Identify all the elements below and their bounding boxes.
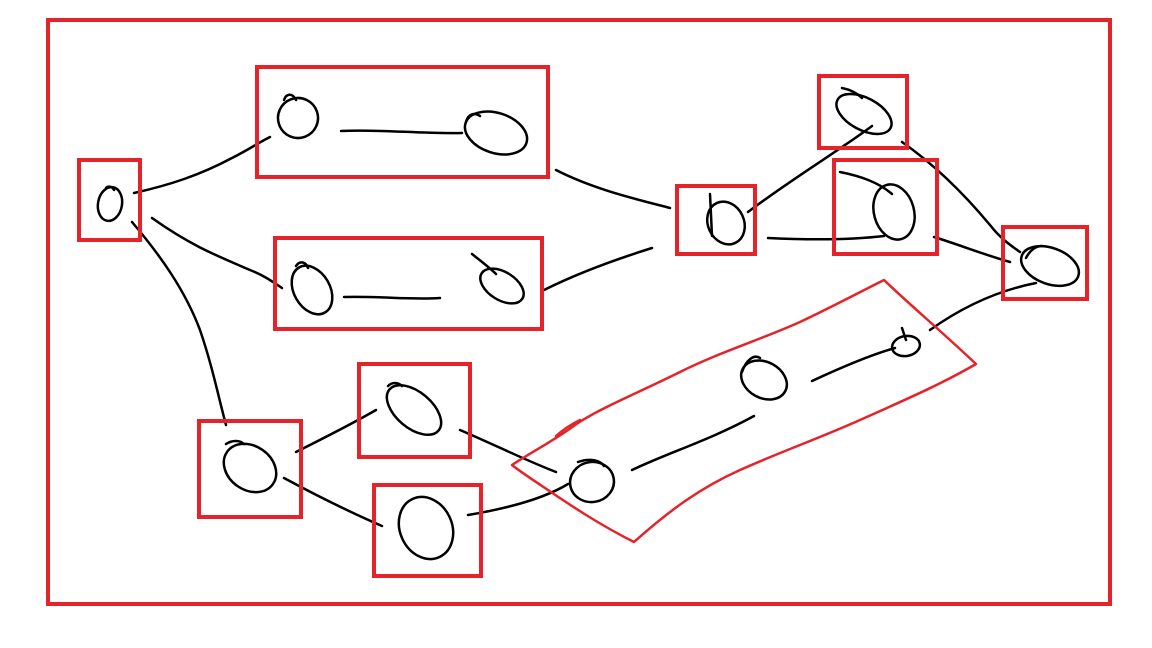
- box-center-node: [675, 184, 757, 256]
- box-lower-bottom-node: [372, 483, 483, 578]
- edge-n-to-p: [810, 346, 897, 383]
- edge-b-to-c: [339, 129, 464, 135]
- node-m: [568, 458, 616, 504]
- lasso-group: [510, 278, 978, 544]
- edge-a-to-f: [130, 220, 228, 427]
- node-n: [739, 355, 789, 401]
- edge-g-to-i: [766, 234, 886, 241]
- box-middle-group: [273, 236, 544, 331]
- box-far-right-node: [1001, 225, 1089, 301]
- node-d: [290, 261, 334, 316]
- edge-k-to-m: [458, 428, 558, 474]
- node-p: [890, 326, 922, 358]
- edge-e-to-g: [542, 246, 654, 292]
- box-top-right-node: [817, 74, 909, 150]
- node-g: [705, 192, 747, 246]
- edge-f-to-l: [282, 476, 384, 528]
- edge-a-to-b: [132, 135, 272, 195]
- node-f: [222, 439, 278, 494]
- nodes: [96, 86, 1081, 561]
- edge-j-to-p: [928, 281, 1038, 332]
- node-c: [463, 110, 529, 156]
- node-k: [385, 381, 443, 437]
- highlight-boxes: [77, 65, 1089, 578]
- lasso-tail: [554, 418, 582, 438]
- node-e: [470, 252, 525, 305]
- node-j: [1019, 244, 1081, 288]
- node-h: [835, 86, 893, 136]
- edge-d-to-e: [342, 295, 442, 300]
- outer-frame: [46, 18, 1112, 606]
- node-l: [397, 495, 455, 561]
- edge-g-to-h: [746, 124, 874, 214]
- edge-f-to-k: [294, 408, 378, 454]
- edge-c-to-g: [554, 168, 672, 210]
- edge-i-to-j: [932, 235, 1012, 264]
- node-a: [96, 185, 124, 223]
- box-node-a: [77, 158, 142, 242]
- edge-m-to-n: [630, 414, 756, 472]
- box-bottom-left-node: [197, 419, 303, 519]
- node-i: [838, 170, 916, 241]
- edges: [130, 124, 1038, 528]
- box-top-group: [255, 65, 550, 179]
- edge-a-to-d: [150, 216, 284, 290]
- box-upper-bottom-node: [357, 362, 472, 459]
- box-right-middle-node: [832, 158, 939, 256]
- node-b: [276, 93, 320, 140]
